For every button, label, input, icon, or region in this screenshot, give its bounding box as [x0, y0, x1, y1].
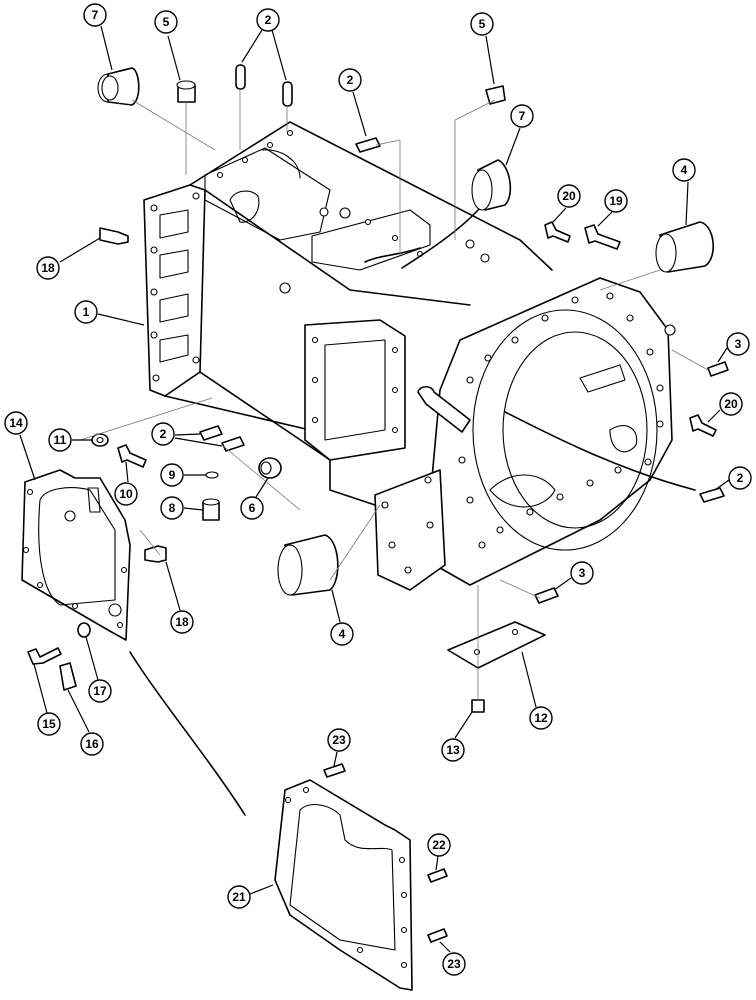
callout-21: 21 — [227, 884, 274, 909]
svg-text:2: 2 — [347, 73, 354, 87]
svg-text:23: 23 — [447, 957, 461, 971]
callouts: 7 5 2 5 2 7 4 20 19 18 1 3 20 14 11 2 9 … — [4, 3, 752, 976]
callout-3-upper: 3 — [717, 332, 750, 363]
svg-text:4: 4 — [339, 627, 346, 641]
svg-text:18: 18 — [175, 615, 189, 629]
transmission-housing — [143, 121, 696, 591]
callout-1: 1 — [74, 300, 145, 326]
callout-15: 15 — [33, 663, 61, 736]
callout-18-lower: 18 — [165, 561, 194, 634]
callout-9: 9 — [160, 463, 206, 487]
callout-16: 16 — [67, 689, 104, 756]
svg-text:7: 7 — [92, 8, 99, 22]
svg-text:9: 9 — [169, 468, 176, 482]
callout-3-lower: 3 — [553, 561, 594, 591]
callout-5-right: 5 — [470, 12, 495, 85]
svg-text:12: 12 — [534, 711, 548, 725]
callout-11: 11 — [48, 428, 92, 452]
callout-20-lower: 20 — [707, 392, 743, 423]
svg-text:2: 2 — [737, 471, 744, 485]
svg-text:7: 7 — [519, 109, 526, 123]
callout-2-left: 2 — [151, 422, 223, 447]
svg-text:2: 2 — [265, 13, 272, 27]
svg-text:5: 5 — [479, 17, 486, 31]
svg-text:18: 18 — [41, 261, 55, 275]
svg-text:19: 19 — [609, 194, 623, 208]
callout-20-upper: 20 — [552, 184, 581, 223]
callout-2-mid: 2 — [338, 68, 367, 137]
callout-8: 8 — [160, 496, 204, 520]
callout-17: 17 — [85, 636, 112, 703]
callout-6: 6 — [240, 477, 269, 520]
svg-text:17: 17 — [93, 684, 107, 698]
callout-12: 12 — [521, 651, 553, 730]
svg-text:11: 11 — [54, 433, 67, 447]
svg-text:2: 2 — [160, 427, 167, 441]
callout-10: 10 — [114, 461, 138, 506]
svg-text:3: 3 — [735, 337, 742, 351]
leader-lines — [79, 89, 709, 700]
callout-19: 19 — [597, 189, 628, 227]
svg-text:20: 20 — [724, 397, 738, 411]
callout-23-upper: 23 — [327, 728, 351, 767]
svg-text:22: 22 — [432, 838, 446, 852]
callout-14: 14 — [4, 411, 36, 481]
callout-22: 22 — [427, 833, 451, 871]
rear-cover — [274, 779, 413, 991]
callout-4-right: 4 — [672, 158, 696, 226]
callout-23-lower: 23 — [439, 941, 466, 976]
svg-text:13: 13 — [446, 743, 460, 757]
svg-text:10: 10 — [119, 487, 133, 501]
callout-5-upper: 5 — [154, 10, 181, 81]
callout-7-right: 7 — [505, 104, 534, 166]
callout-2-right: 2 — [714, 466, 752, 491]
callout-13: 13 — [441, 711, 473, 762]
svg-text:15: 15 — [42, 717, 56, 731]
callout-7-upper: 7 — [83, 3, 113, 71]
svg-text:21: 21 — [232, 890, 246, 904]
side-cover — [21, 469, 246, 816]
small-parts — [27, 64, 729, 943]
svg-text:8: 8 — [169, 501, 176, 515]
svg-text:6: 6 — [249, 501, 256, 515]
svg-text:20: 20 — [562, 189, 576, 203]
svg-text:4: 4 — [681, 163, 688, 177]
svg-text:16: 16 — [85, 737, 99, 751]
svg-text:1: 1 — [83, 305, 90, 319]
svg-text:14: 14 — [9, 416, 23, 430]
svg-text:5: 5 — [163, 15, 170, 29]
callout-18-upper: 18 — [36, 237, 101, 280]
svg-text:3: 3 — [579, 566, 586, 580]
callout-4-lower: 4 — [330, 589, 354, 646]
svg-text:23: 23 — [332, 733, 346, 747]
callout-2-upper: 2 — [241, 8, 287, 81]
